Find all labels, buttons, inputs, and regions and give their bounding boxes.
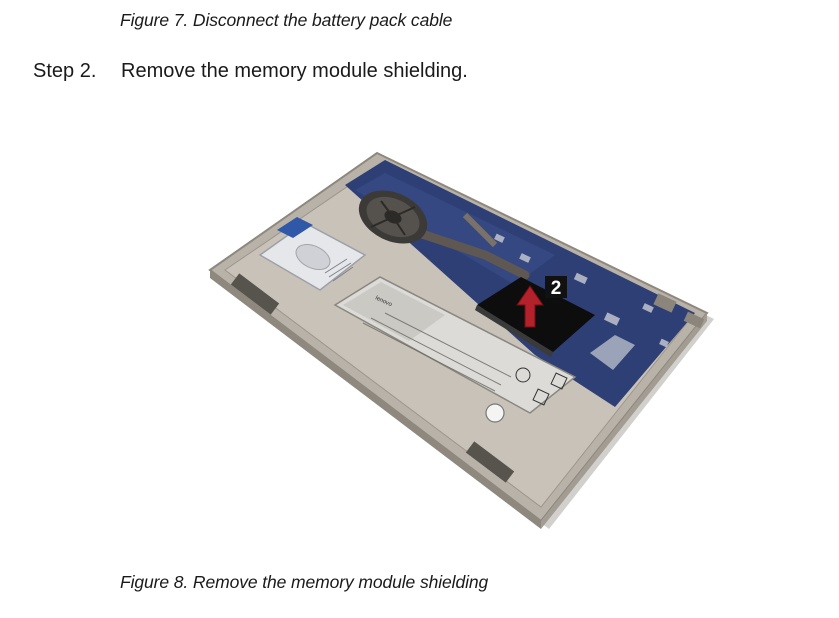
figure-8-caption: Figure 8. Remove the memory module shiel… <box>120 572 489 592</box>
battery-pack-icon: lenovo <box>333 276 577 423</box>
lift-arrow-icon <box>516 285 544 328</box>
callout-number: 2 <box>551 278 562 299</box>
fan-icon <box>358 190 428 244</box>
step-instruction: Remove the memory module shielding. <box>121 60 468 82</box>
step-number: Step 2. <box>33 60 97 82</box>
callout-2-icon: 2 <box>545 276 567 299</box>
hard-drive-icon <box>258 217 367 291</box>
laptop-illustration: lenovo 2 <box>208 151 714 529</box>
memory-shield-icon <box>475 277 635 370</box>
figure-7-caption: Figure 7. Disconnect the battery pack ca… <box>120 10 453 30</box>
